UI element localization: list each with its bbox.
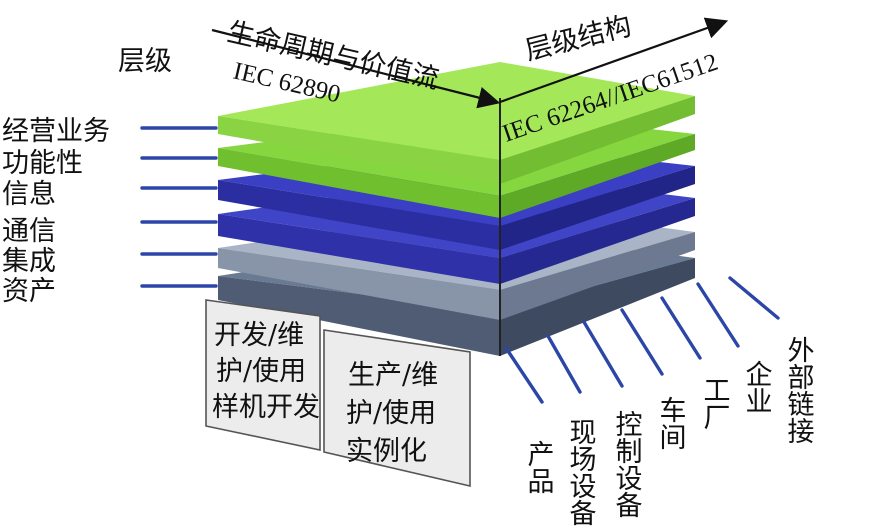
hierarchy-connector-field-device [546, 334, 582, 394]
hierarchy-connector-control-device [582, 320, 624, 388]
hierarchy-label-connected-world: 外部链接 [783, 336, 815, 444]
layer-stack [218, 62, 695, 356]
lifecycle-box-instance-line-2: 护/使用 [346, 398, 436, 429]
layer-slab-business-side [500, 96, 695, 184]
hierarchy-levels: 产品 现场设备 控制设备 车间 工厂 企业 外部链接 [504, 276, 815, 526]
hierarchy-label-enterprise: 企业 [741, 360, 773, 414]
lifecycle-box-type: 开发/维 护/使用 样机开发 [205, 299, 321, 451]
lifecycle-box-instance-frame [323, 329, 471, 488]
layer-slab-business [218, 62, 695, 160]
layer-label-communication: 通信 [2, 216, 56, 247]
hierarchy-connector-station [620, 308, 664, 376]
lifecycle-box-instance-line-1: 生产/维 [348, 360, 438, 391]
layer-slab-information-front [218, 180, 500, 250]
layer-slab-communication-front [218, 214, 500, 284]
layer-labels: 经营业务 功能性 信息 通信 集成 资产 [2, 116, 218, 307]
layer-slab-information-side [500, 166, 695, 250]
lifecycle-box-instance-line-3: 实例化 [346, 436, 427, 467]
layer-label-business: 经营业务 [2, 116, 110, 147]
hierarchy-label-field-device: 现场设备 [565, 418, 597, 526]
lifecycle-box-type-line-2: 护/使用 [216, 356, 306, 387]
layer-slab-business-front [218, 116, 500, 184]
layer-slab-functional-front [218, 148, 500, 218]
hierarchy-connector-connected-world [728, 276, 780, 320]
lifecycle-box-instance: 生产/维 护/使用 实例化 [323, 329, 471, 488]
layer-slab-integration-side [500, 232, 695, 320]
layers-title: 层级 [118, 46, 172, 77]
hierarchy-connector-enterprise [696, 282, 740, 348]
hierarchy-label-control-device: 控制设备 [611, 410, 643, 518]
layer-slab-asset-side [500, 258, 695, 356]
layer-label-integration: 集成 [2, 246, 56, 277]
hierarchy-label-product: 产品 [523, 440, 555, 494]
layer-label-information: 信息 [2, 179, 56, 210]
lifecycle-box-type-frame [205, 299, 321, 451]
layer-label-asset: 资产 [2, 276, 56, 307]
lifecycle-box-type-line-1: 开发/维 [214, 320, 304, 351]
hierarchy-label-work-centre: 工厂 [699, 376, 730, 430]
hierarchy-label-station: 车间 [655, 396, 686, 450]
lifecycle-box-type-line-3: 样机开发 [212, 392, 320, 423]
hierarchy-connector-work-centre [660, 296, 702, 360]
layer-slab-asset-front [218, 276, 500, 356]
layer-slab-communication-side [500, 198, 695, 284]
layer-slab-integration-front [218, 248, 500, 320]
lifecycle-axis-arrow [211, 28, 501, 109]
hierarchy-title: 层级结构 [522, 11, 634, 67]
hierarchy-connector-product [504, 346, 544, 404]
layer-label-functional: 功能性 [2, 148, 83, 179]
layer-slab-functional-side [500, 134, 695, 218]
hierarchy-axis-arrow [499, 17, 729, 104]
